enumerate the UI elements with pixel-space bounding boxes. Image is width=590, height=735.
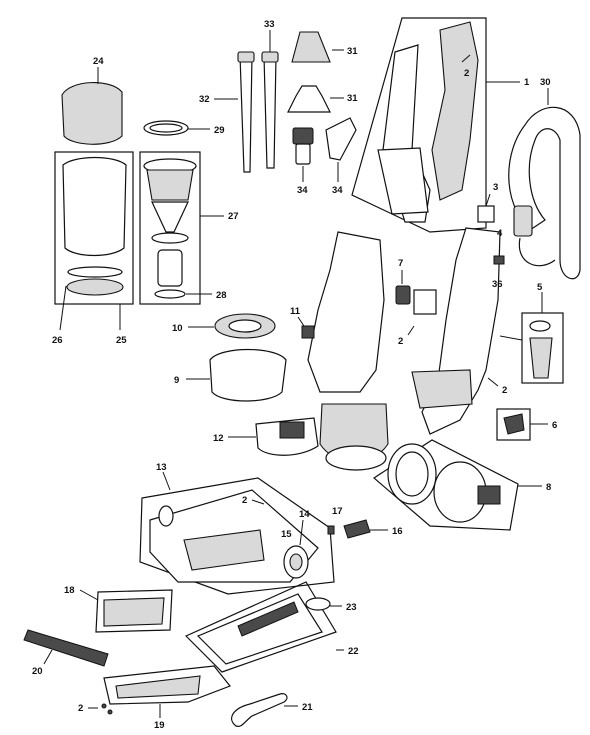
callout-6: 6	[552, 420, 557, 431]
callout-1: 1	[524, 77, 530, 88]
part-9-filter-housing	[186, 348, 287, 402]
callout-3: 3	[493, 182, 498, 193]
callout-12: 12	[213, 433, 224, 444]
part-25-dirt-cup-box	[54, 151, 134, 331]
part-21-drive-belt	[231, 693, 298, 727]
callout-7: 7	[398, 258, 403, 269]
part-24-filter-cover	[61, 67, 123, 145]
part-17-screw	[327, 525, 335, 535]
callout-24: 24	[93, 56, 104, 67]
callout-29: 29	[214, 125, 225, 136]
part-6-pedal	[496, 408, 548, 441]
part-16-latch	[343, 519, 388, 539]
callout-2-base: 2	[242, 495, 247, 506]
part-20-brushroll	[23, 629, 109, 667]
callout-26: 26	[52, 335, 63, 346]
callout-28: 28	[216, 290, 227, 301]
part-11-switch	[297, 316, 315, 339]
callout-31-top: 31	[347, 46, 358, 57]
part-18-frame	[95, 589, 173, 633]
part-8-wheel-assembly	[373, 439, 542, 531]
callout-5: 5	[537, 282, 543, 293]
callout-33: 33	[264, 19, 275, 30]
leader-2-base	[251, 499, 265, 505]
callout-10: 10	[172, 323, 183, 334]
callout-17: 17	[332, 506, 343, 517]
part-5-hose-inlet	[499, 292, 564, 384]
callout-2-mid: 2	[398, 336, 403, 347]
part-34-nozzle-tool	[325, 117, 357, 182]
callout-30: 30	[540, 77, 551, 88]
callout-20: 20	[32, 666, 43, 677]
part-14-wheel	[283, 519, 309, 579]
leader-2-mid	[407, 325, 415, 336]
part-motor-body	[307, 231, 389, 471]
callout-13: 13	[156, 462, 167, 473]
part-31-upholstery-tool	[287, 85, 344, 113]
callout-19: 19	[154, 720, 165, 731]
part-23-belt	[305, 597, 342, 611]
part-13-frame	[139, 477, 335, 595]
part-32-wand	[214, 51, 255, 173]
callout-2-bottom: 2	[78, 703, 83, 714]
callout-36: 36	[492, 279, 503, 290]
callout-27: 27	[228, 211, 239, 222]
part-12-post-motor-filter	[228, 417, 319, 456]
callout-11: 11	[290, 306, 301, 317]
callout-2-right: 2	[502, 385, 507, 396]
callout-21: 21	[302, 702, 313, 713]
part-7-cord-hook	[395, 270, 437, 315]
callout-23: 23	[346, 602, 357, 613]
part-body-column	[411, 227, 501, 435]
callout-4: 4	[497, 228, 503, 239]
callout-2-top: 2	[464, 68, 469, 79]
part-3-label	[477, 193, 495, 223]
callout-15: 15	[281, 529, 292, 540]
part-34-crevice-adapter	[292, 127, 314, 182]
callout-34-right: 34	[332, 185, 343, 196]
callout-32: 32	[199, 94, 210, 105]
part-33-extension-wand	[261, 30, 279, 169]
part-36-clip	[493, 255, 505, 265]
part-18-agitator-housing	[79, 589, 173, 633]
part-29-filter-ring	[143, 120, 210, 136]
callout-34-left: 34	[297, 185, 308, 196]
callout-9: 9	[174, 375, 179, 386]
callout-8: 8	[546, 482, 551, 493]
part-27-cyclone-assembly	[139, 151, 224, 305]
callout-22: 22	[348, 646, 359, 657]
part-1-handle-assembly	[351, 17, 520, 233]
part-1-frame	[351, 17, 487, 233]
part-30-hose	[508, 88, 581, 280]
callout-14: 14	[299, 509, 310, 520]
part-2-screws-bottom	[88, 703, 113, 715]
part-31-dusting-brush	[291, 31, 344, 63]
part-19-bottom-plate	[103, 665, 231, 718]
part-22-frame	[184, 581, 337, 673]
part-13-base-housing	[139, 471, 335, 595]
callout-18: 18	[64, 585, 75, 596]
callout-31-bottom: 31	[347, 93, 358, 104]
callout-16: 16	[392, 526, 403, 537]
callout-25: 25	[116, 335, 127, 346]
part-10-pleated-filter	[188, 313, 276, 339]
leader-2-right	[487, 377, 499, 387]
part-22-nozzle-assembly	[184, 581, 344, 673]
